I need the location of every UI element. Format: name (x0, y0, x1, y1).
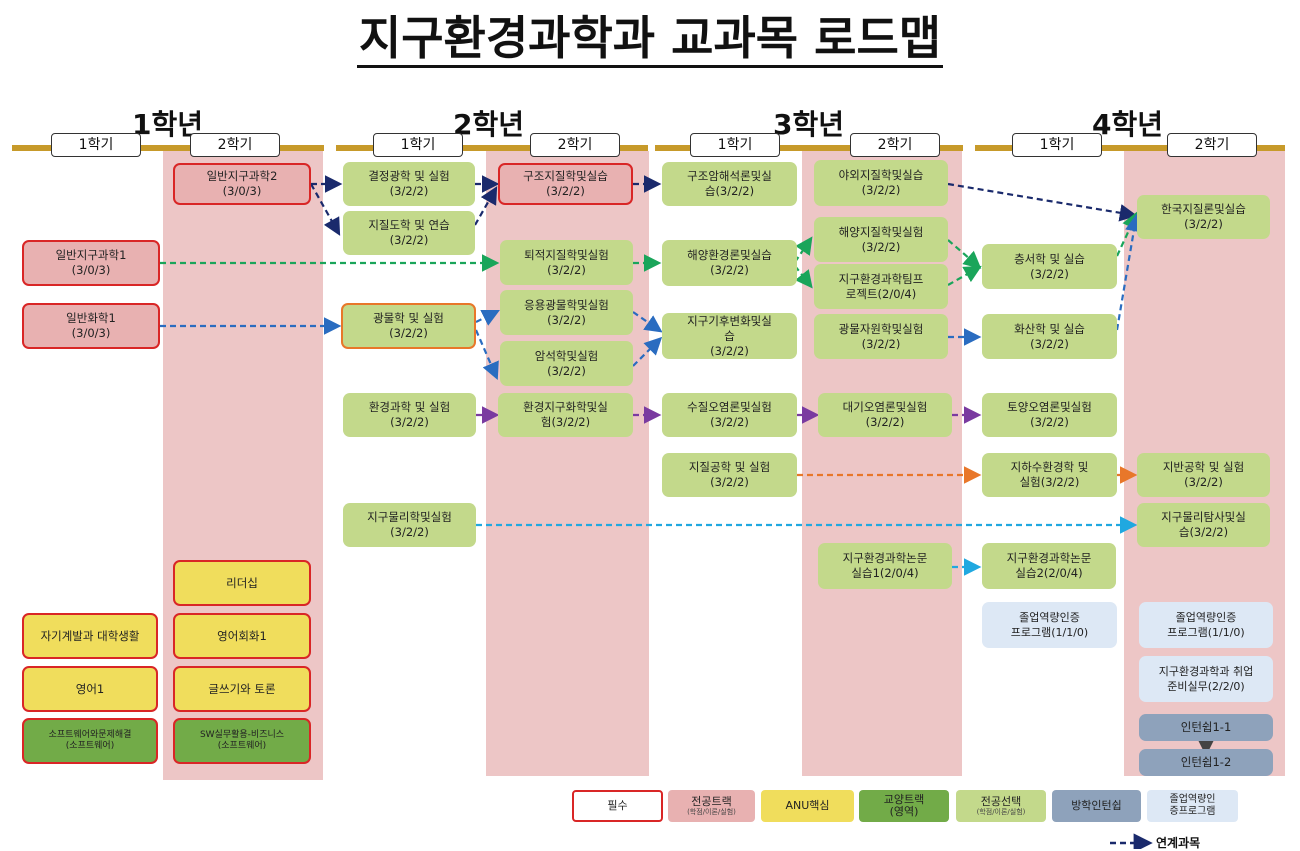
course-geotechnical[interactable]: 지반공학 및 실험 (3/2/2) (1137, 453, 1270, 497)
course-writing-debate[interactable]: 글쓰기와 토론 (173, 666, 311, 712)
course-general-earth-science-1[interactable]: 일반지구과학1 (3/0/3) (22, 240, 160, 286)
course-software-problem-solving[interactable]: 소프트웨어와문제해결 (소프트웨어) (22, 718, 158, 764)
year-header-3: 3학년 (773, 108, 845, 141)
link-blue-5 (632, 336, 663, 367)
course-sw-business[interactable]: SW실무활용-비즈니스 (소프트웨어) (173, 718, 311, 764)
semester-label-y3s2: 2학기 (850, 133, 940, 157)
course-volcanology[interactable]: 화산학 및 실습 (3/2/2) (982, 314, 1117, 359)
course-mineralogy[interactable]: 광물학 및 실험 (3/2/2) (341, 303, 476, 349)
course-soil-pollution[interactable]: 토양오염론및실험 (3/2/2) (982, 393, 1117, 437)
course-engineering-geology[interactable]: 지질공학 및 실험 (3/2/2) (662, 453, 797, 497)
timeline-bar-year2 (336, 145, 648, 151)
course-marine-geology[interactable]: 해양지질학및실험 (3/2/2) (814, 217, 948, 262)
timeline-bar-year3 (655, 145, 963, 151)
link-navy-2 (310, 183, 341, 236)
course-graduation-cert-2[interactable]: 졸업역량인증 프로그램(1/1/0) (1139, 602, 1273, 648)
semester-label-y1s2: 2학기 (190, 133, 280, 157)
semester-label-y4s1: 1학기 (1012, 133, 1102, 157)
timeline-bar-year4 (975, 145, 1285, 151)
legend-linked-label: 연계과목 (1156, 836, 1201, 850)
link-green-4 (794, 265, 813, 289)
page-title: 지구환경과학과 교과목 로드맵 (0, 2, 1300, 68)
course-internship-1-1[interactable]: 인턴쉽1-1 (1139, 714, 1273, 741)
link-green-5 (947, 239, 982, 269)
course-water-pollution[interactable]: 수질오염론및실험 (3/2/2) (662, 393, 797, 437)
course-thesis-practice-1[interactable]: 지구환경과학논문 실습1(2/0/4) (818, 543, 952, 589)
course-sedimentary-geology[interactable]: 퇴적지질학및실험 (3/2/2) (500, 240, 633, 285)
link-green-6 (947, 265, 982, 286)
legend-liberal-track: 교양트랙 (영역) (859, 790, 949, 822)
course-general-earth-science-2[interactable]: 일반지구과학2 (3/0/3) (173, 163, 311, 205)
link-navy-6 (947, 182, 1138, 222)
course-korean-geology[interactable]: 한국지질론및실습 (3/2/2) (1137, 195, 1270, 239)
course-team-project[interactable]: 지구환경과학팀프 로젝트(2/0/4) (814, 264, 948, 309)
course-structural-interpretation[interactable]: 구조암해석론및실 습(3/2/2) (662, 162, 797, 206)
link-blue-2 (475, 310, 500, 326)
legend-major-track: 전공트랙(학점/이론/실험) (668, 790, 755, 822)
course-english-1[interactable]: 영어1 (22, 666, 158, 712)
course-internship-1-2[interactable]: 인턴쉽1-2 (1139, 749, 1273, 776)
link-green-3 (794, 236, 813, 263)
legend-required: 필수 (572, 790, 663, 822)
semester-label-y2s2: 2학기 (530, 133, 620, 157)
link-blue-7 (1115, 213, 1143, 331)
semester-label-y3s1: 1학기 (690, 133, 780, 157)
legend-major-elective: 전공선택(학점/이론/실험) (956, 790, 1046, 822)
legend-anu-core: ANU핵심 (761, 790, 854, 822)
semester-label-y2s1: 1학기 (373, 133, 463, 157)
link-green-7 (1116, 211, 1139, 257)
course-geologic-map[interactable]: 지질도학 및 연습 (3/2/2) (343, 211, 475, 255)
semester-label-y1s1: 1학기 (51, 133, 141, 157)
link-blue-4 (632, 311, 663, 333)
course-environmental-geochemistry[interactable]: 환경지구화학및실 험(3/2/2) (498, 393, 633, 437)
course-air-pollution[interactable]: 대기오염론및실험 (3/2/2) (818, 393, 952, 437)
link-blue-3 (474, 329, 499, 381)
course-self-development[interactable]: 자기계발과 대학생활 (22, 613, 158, 659)
legend-internship: 방학인턴쉽 (1052, 790, 1141, 822)
course-climate-change[interactable]: 지구기후변화및실 습 (3/2/2) (662, 313, 797, 359)
course-leadership[interactable]: 리더십 (173, 560, 311, 606)
course-mineral-resources[interactable]: 광물자원학및실험 (3/2/2) (814, 314, 948, 359)
course-career-prep[interactable]: 지구환경과학과 취업 준비실무(2/2/0) (1139, 656, 1273, 702)
course-field-geology[interactable]: 야외지질학및실습 (3/2/2) (814, 160, 948, 206)
course-structural-geology[interactable]: 구조지질학및실습 (3/2/2) (498, 163, 633, 205)
year-header-4: 4학년 (1092, 108, 1164, 141)
course-thesis-practice-2[interactable]: 지구환경과학논문 실습2(2/0/4) (982, 543, 1116, 589)
year-header-2: 2학년 (453, 108, 525, 141)
course-general-chemistry-1[interactable]: 일반화학1 (3/0/3) (22, 303, 160, 349)
course-groundwater[interactable]: 지하수환경학 및 실험(3/2/2) (982, 453, 1117, 497)
course-environmental-science[interactable]: 환경과학 및 실험 (3/2/2) (343, 393, 476, 437)
course-graduation-cert-1[interactable]: 졸업역량인증 프로그램(1/1/0) (982, 602, 1117, 648)
course-ocean-environment[interactable]: 해양환경론및실습 (3/2/2) (662, 240, 797, 286)
link-navy-4 (474, 186, 498, 226)
legend-cert-program: 졸업역량인 증프로그램 (1147, 790, 1238, 822)
course-english-conversation-1[interactable]: 영어회화1 (173, 613, 311, 659)
course-geophysics[interactable]: 지구물리학및실험 (3/2/2) (343, 503, 476, 547)
course-applied-mineralogy[interactable]: 응용광물학및실험 (3/2/2) (500, 290, 633, 335)
timeline-bar-year1 (12, 145, 324, 151)
course-stratigraphy[interactable]: 층서학 및 실습 (3/2/2) (982, 244, 1117, 289)
course-petrology[interactable]: 암석학및실험 (3/2/2) (500, 341, 633, 386)
course-geophysical-exploration[interactable]: 지구물리탐사및실 습(3/2/2) (1137, 503, 1270, 547)
semester-label-y4s2: 2학기 (1167, 133, 1257, 157)
course-crystal-optics[interactable]: 결정광학 및 실험 (3/2/2) (343, 162, 475, 206)
